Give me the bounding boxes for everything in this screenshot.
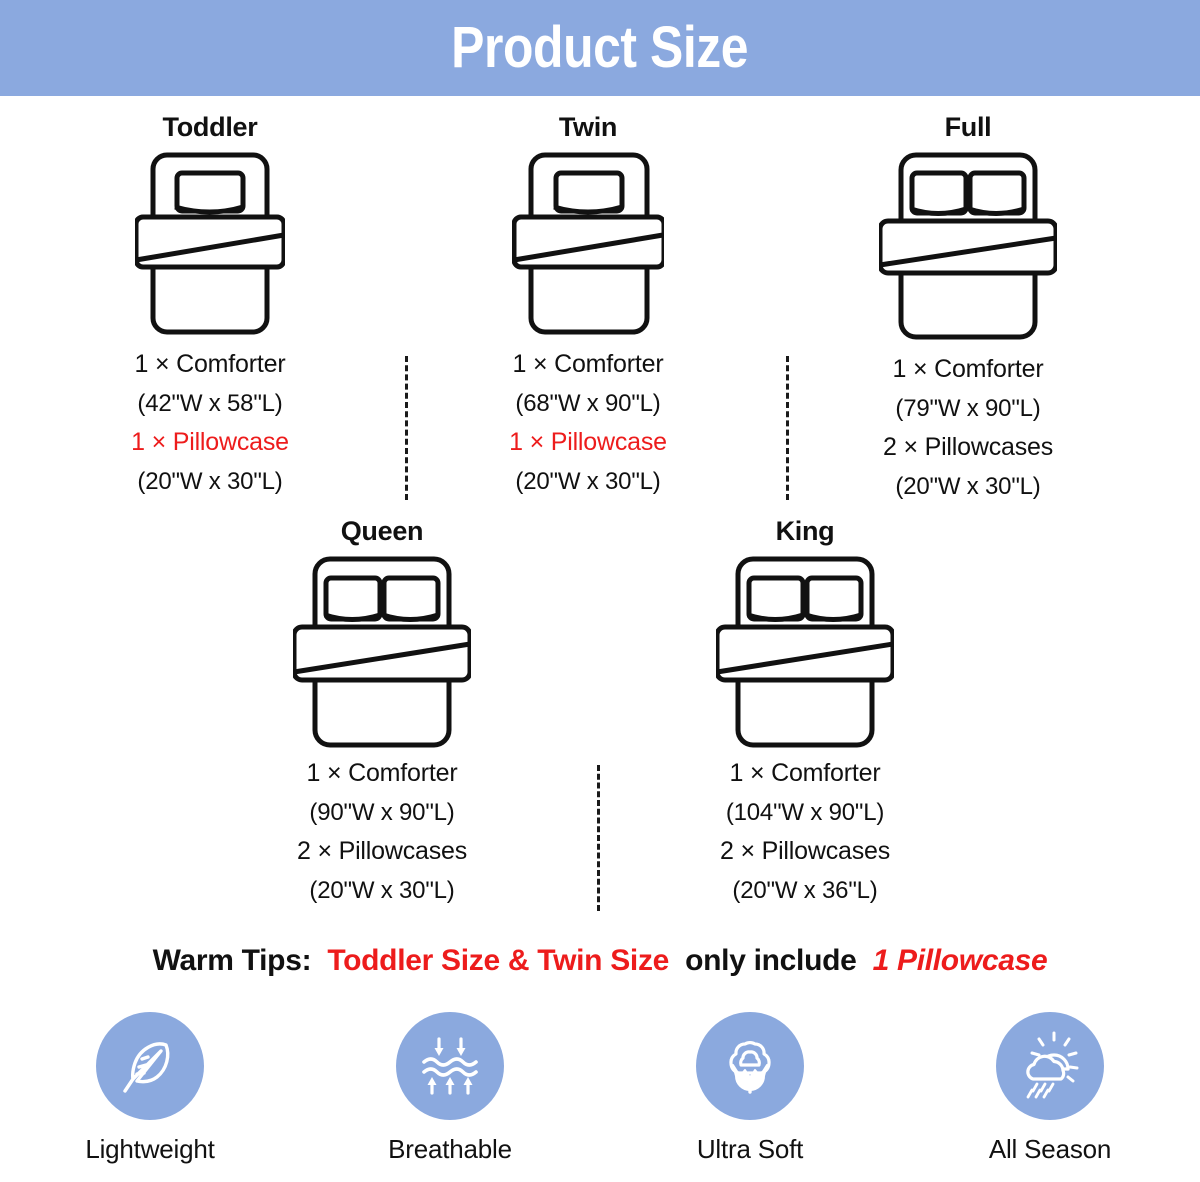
feature-circle	[996, 1012, 1104, 1120]
feature-circle	[696, 1012, 804, 1120]
size-card-toddler: Toddler 1 × Comforter (42"W x 58"L) 1 × …	[60, 112, 360, 501]
spec-lines-queen: 1 × Comforter (90"W x 90"L) 2 × Pillowca…	[232, 754, 532, 910]
feature-label: Lightweight	[85, 1134, 215, 1164]
comforter-dimensions: (90"W x 90"L)	[309, 799, 455, 826]
pillowcase-dimensions: (20"W x 30"L)	[309, 877, 455, 904]
sun-cloud-rain-icon	[1026, 1031, 1079, 1099]
bed-double-pillow-icon	[716, 556, 894, 748]
comforter-dimensions: (104"W x 90"L)	[725, 799, 885, 826]
feature-label: All Season	[988, 1134, 1112, 1164]
warm-tips-highlight-pillowcase: 1 Pillowcase	[872, 944, 1048, 977]
feature-circle	[96, 1012, 204, 1120]
column-divider	[405, 356, 408, 500]
size-name-toddler: Toddler	[162, 112, 258, 142]
size-name-full: Full	[944, 112, 992, 142]
comforter-dimensions: (68"W x 90"L)	[515, 390, 661, 417]
feature-lightweight: Lightweight	[30, 1012, 270, 1165]
size-name-king: King	[775, 516, 835, 546]
breathable-arrows-icon	[422, 1037, 478, 1095]
warm-tips-middle-text: only include	[685, 944, 857, 977]
bed-illustration-toddler	[60, 151, 360, 341]
bed-illustration-full	[818, 151, 1118, 341]
size-name-twin: Twin	[558, 112, 618, 142]
column-divider	[786, 356, 789, 500]
size-card-twin: Twin 1 × Comforter (68"W x 90"L) 1 × Pil…	[438, 112, 738, 501]
comforter-qty: 1 × Comforter	[512, 350, 664, 378]
comforter-qty: 1 × Comforter	[134, 350, 286, 378]
cotton-boll-icon	[729, 1041, 771, 1094]
pillowcase-dimensions: (20"W x 36"L)	[732, 877, 878, 904]
pillowcase-dimensions: (20"W x 30"L)	[137, 468, 283, 495]
feature-breathable: Breathable	[330, 1012, 570, 1165]
feature-label: Ultra Soft	[696, 1134, 804, 1164]
pillowcase-qty: 2 × Pillowcases	[297, 837, 467, 865]
page-title: Product Size	[451, 15, 749, 80]
bed-double-pillow-icon	[879, 152, 1057, 340]
comforter-qty: 1 × Comforter	[729, 759, 881, 787]
bed-single-pillow-icon	[512, 152, 664, 335]
pillowcase-dimensions: (20"W x 30"L)	[515, 468, 661, 495]
comforter-qty: 1 × Comforter	[306, 759, 458, 787]
comforter-qty: 1 × Comforter	[892, 355, 1044, 383]
size-card-king: King 1 × Comforter (104"W x 90"L) 2 × Pi…	[655, 516, 955, 910]
pillowcase-qty: 2 × Pillowcases	[720, 837, 890, 865]
feather-icon	[123, 1042, 170, 1093]
feature-ultra-soft: Ultra Soft	[630, 1012, 870, 1165]
feature-all-season: All Season	[930, 1012, 1170, 1165]
size-card-queen: Queen 1 × Comforter (90"W x 90"L) 2 × Pi…	[232, 516, 532, 910]
feature-row: Lightweight	[0, 1012, 1200, 1165]
feature-circle	[396, 1012, 504, 1120]
bed-illustration-queen	[232, 555, 532, 748]
bed-illustration-twin	[438, 151, 738, 341]
pillowcase-dimensions: (20"W x 30"L)	[895, 473, 1041, 500]
size-name-queen: Queen	[340, 516, 424, 546]
pillowcase-qty: 2 × Pillowcases	[883, 433, 1053, 461]
comforter-dimensions: (79"W x 90"L)	[895, 395, 1041, 422]
bed-single-pillow-icon	[135, 152, 285, 335]
spec-lines-toddler: 1 × Comforter (42"W x 58"L) 1 × Pillowca…	[60, 345, 360, 501]
size-card-full: Full 1 × Comforter (79"W x 90"L) 2 × Pil…	[818, 112, 1118, 506]
spec-lines-twin: 1 × Comforter (68"W x 90"L) 1 × Pillowca…	[438, 345, 738, 501]
warm-tips-highlight-sizes: Toddler Size & Twin Size	[327, 944, 670, 977]
comforter-dimensions: (42"W x 58"L)	[137, 390, 283, 417]
feature-label: Breathable	[388, 1134, 512, 1164]
column-divider	[597, 765, 600, 911]
spec-lines-king: 1 × Comforter (104"W x 90"L) 2 × Pillowc…	[655, 754, 955, 910]
header-banner: Product Size	[0, 0, 1200, 96]
spec-lines-full: 1 × Comforter (79"W x 90"L) 2 × Pillowca…	[818, 350, 1118, 506]
warm-tips-line: Warm Tips: Toddler Size & Twin Size only…	[0, 944, 1200, 978]
pillowcase-qty: 1 × Pillowcase	[509, 428, 667, 456]
pillowcase-qty: 1 × Pillowcase	[131, 428, 289, 456]
bed-double-pillow-icon	[293, 556, 471, 748]
bed-illustration-king	[655, 555, 955, 748]
warm-tips-label: Warm Tips:	[152, 944, 312, 977]
